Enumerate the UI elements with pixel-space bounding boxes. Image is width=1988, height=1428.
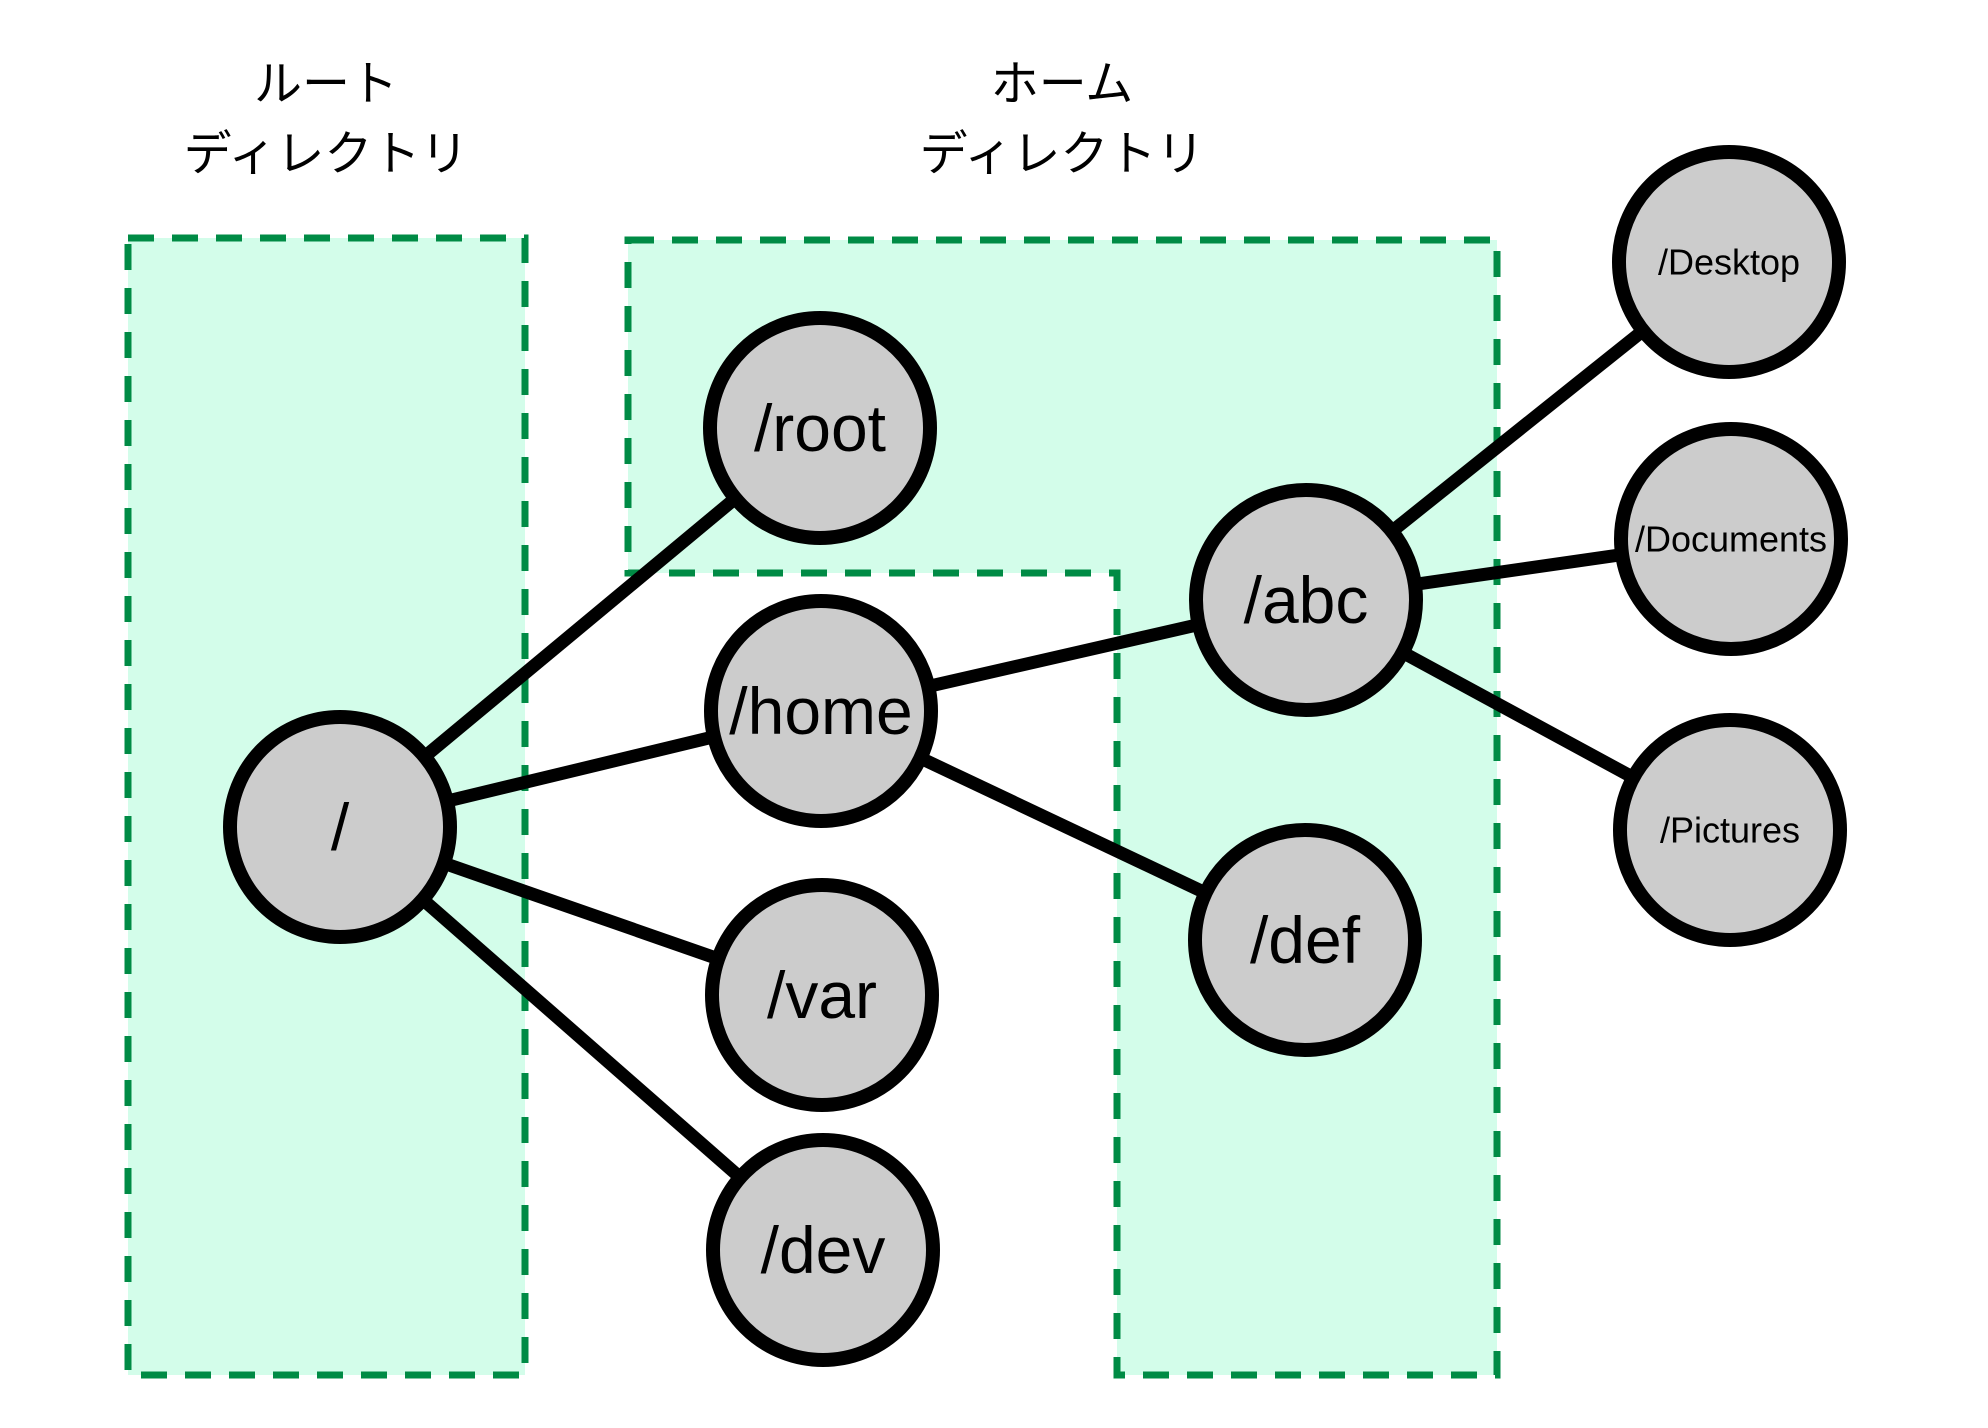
node-label-documents: /Documents <box>1635 519 1827 560</box>
node-label-pictures: /Pictures <box>1660 810 1800 851</box>
home-directory-label-line1: ホーム <box>990 58 1134 111</box>
node-desktop <box>1612 145 1846 379</box>
node-root <box>703 311 937 545</box>
node-def <box>1188 823 1422 1057</box>
home-directory-label-line2: ディレクトリ <box>919 128 1205 181</box>
root-directory-label-line1: ルート <box>253 58 399 111</box>
node-var <box>705 878 939 1112</box>
node-pictures <box>1613 713 1847 947</box>
nodes-layer: / /root/home/var/dev/abc/def/Desktop/Docu… <box>223 145 1848 1367</box>
node-label-abc: /abc <box>1244 563 1369 637</box>
node-slash <box>223 710 457 944</box>
node-label-def: /def <box>1250 903 1361 977</box>
root-directory-label: ルート ディレクトリ <box>184 50 469 190</box>
root-directory-label-line2: ディレクトリ <box>183 128 469 181</box>
node-abc <box>1189 483 1423 717</box>
node-label-home: /home <box>729 674 912 748</box>
node-dev <box>706 1133 940 1367</box>
home-directory-label: ホーム ディレクトリ <box>920 50 1205 190</box>
node-label-slash: / <box>331 790 350 864</box>
node-documents <box>1614 422 1848 656</box>
node-label-desktop: /Desktop <box>1658 242 1800 283</box>
node-label-var: /var <box>767 958 877 1032</box>
node-home <box>704 594 938 828</box>
node-label-dev: /dev <box>761 1213 886 1287</box>
node-label-root: /root <box>754 391 886 465</box>
